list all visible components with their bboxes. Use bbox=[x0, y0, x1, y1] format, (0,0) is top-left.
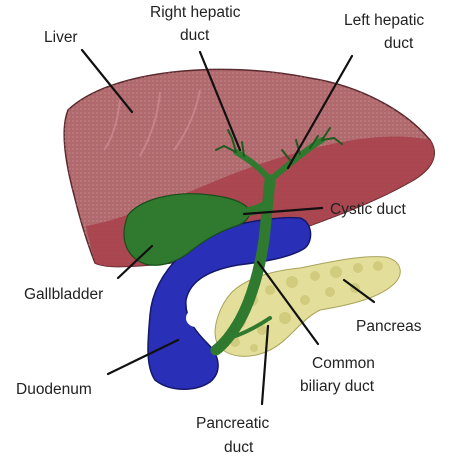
leader-left-hepatic-duct bbox=[286, 54, 354, 170]
leader-cystic-duct bbox=[242, 206, 324, 216]
label-left-hepatic-duct-line1: Left hepatic bbox=[344, 12, 424, 29]
leader-liver bbox=[80, 48, 134, 114]
label-common-biliary-duct-line1: Common bbox=[312, 355, 375, 372]
intrahepatic-duct-branches bbox=[215, 127, 343, 161]
duodenum-lumen bbox=[186, 309, 206, 327]
label-cystic-duct: Cystic duct bbox=[330, 201, 406, 218]
leader-right-hepatic-duct bbox=[198, 50, 242, 152]
label-left-hepatic-duct-line2: duct bbox=[384, 35, 414, 52]
label-right-hepatic-duct-line2: duct bbox=[180, 27, 210, 44]
pancreatic-duct-tube bbox=[220, 316, 272, 342]
right-hepatic-duct-tube bbox=[233, 149, 273, 183]
labels: Liver Right hepatic duct Left hepatic du… bbox=[16, 4, 424, 456]
label-common-biliary-duct-line2: biliary duct bbox=[300, 378, 375, 395]
duodenum bbox=[147, 216, 312, 390]
leader-gallbladder bbox=[116, 244, 154, 280]
leader-pancreas bbox=[342, 278, 376, 304]
leader-lines bbox=[80, 48, 376, 406]
duodenum-body bbox=[147, 216, 312, 390]
liver-highlight-marks bbox=[103, 89, 201, 157]
leader-duodenum bbox=[106, 338, 180, 376]
label-duodenum: Duodenum bbox=[16, 381, 92, 398]
label-pancreas: Pancreas bbox=[356, 318, 422, 335]
label-gallbladder: Gallbladder bbox=[24, 286, 103, 303]
leader-common-biliary-duct bbox=[256, 260, 320, 346]
label-liver: Liver bbox=[44, 29, 78, 46]
label-pancreatic-duct-line2: duct bbox=[224, 439, 254, 456]
label-right-hepatic-duct-line1: Right hepatic bbox=[150, 4, 241, 21]
left-hepatic-duct-tube bbox=[267, 137, 325, 183]
gallbladder-body bbox=[123, 193, 251, 266]
leader-pancreatic-duct bbox=[260, 324, 270, 406]
label-pancreatic-duct-line1: Pancreatic bbox=[196, 415, 269, 432]
